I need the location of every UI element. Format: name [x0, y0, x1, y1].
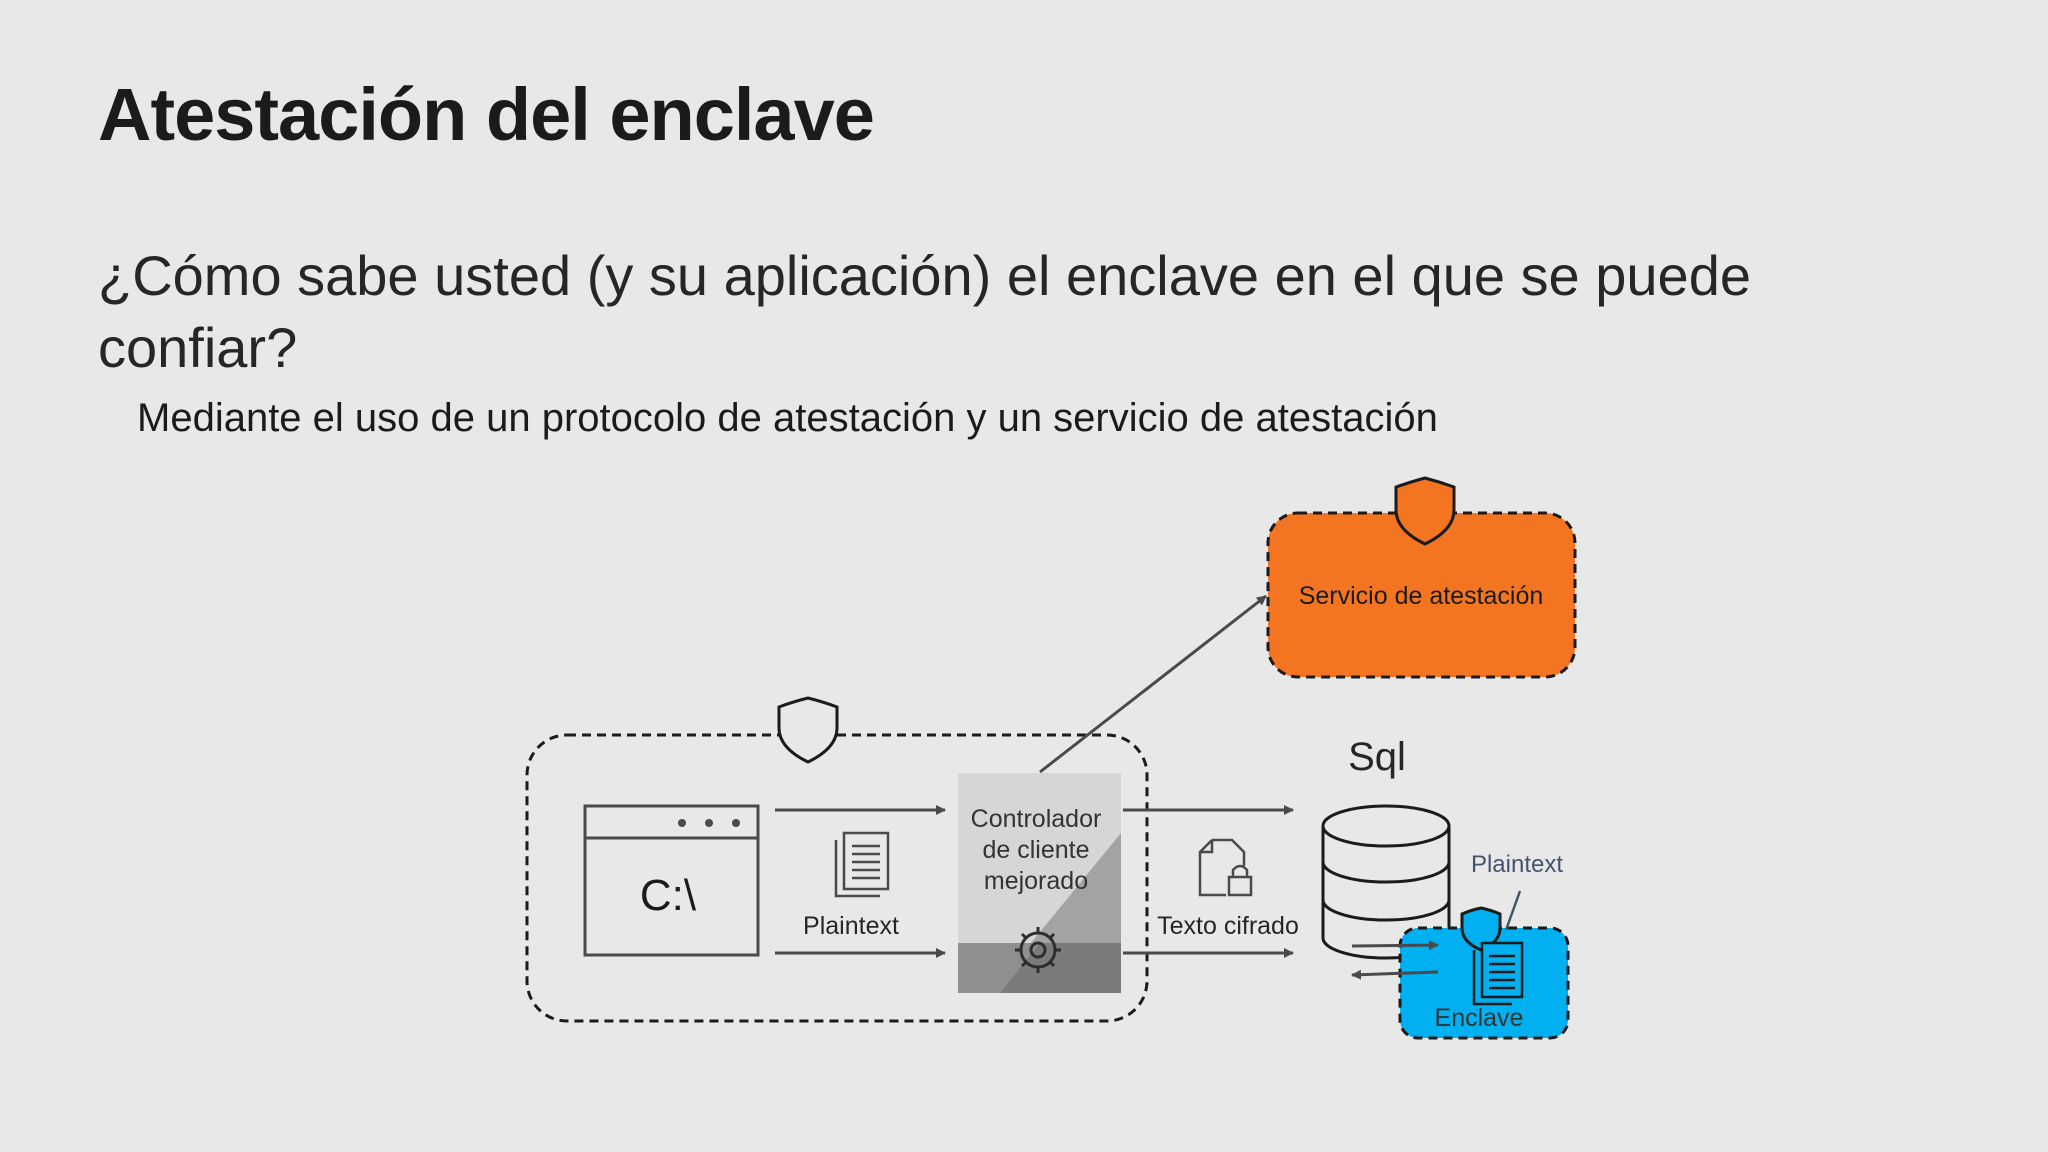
document-icon [834, 831, 890, 898]
slide-answer: Mediante el uso de un protocolo de atest… [137, 396, 1438, 440]
enclave-label: Enclave [1435, 1004, 1524, 1032]
gear-icon [1015, 927, 1061, 973]
arrow-driver-to-attestation [1039, 594, 1267, 774]
arrow-sql-to-enclave [1351, 940, 1439, 951]
attestation-service-label: Servicio de atestación [1299, 582, 1544, 610]
sql-label: Sql [1348, 735, 1406, 779]
enclave-shield-icon [1460, 906, 1502, 952]
encrypted-document-icon [1198, 838, 1253, 897]
plaintext-label-right: Plaintext [1471, 851, 1563, 878]
app-window-text: C:\ [640, 871, 697, 920]
client-shield-icon [777, 696, 839, 764]
slide-title: Atestación del enclave [98, 73, 875, 156]
slide-question: ¿Cómo sabe usted (y su aplicación) el en… [98, 244, 1751, 379]
driver-label-line1: Controlador [971, 805, 1102, 833]
app-window-icon [583, 804, 760, 957]
plaintext-label-left: Plaintext [803, 912, 899, 940]
plaintext-callout-line [1504, 890, 1522, 931]
arrow-enclave-to-sql [1351, 969, 1439, 980]
driver-label-line2: de cliente [982, 836, 1089, 864]
attestation-shield-icon [1394, 476, 1456, 546]
enclave-document-icon [1472, 941, 1524, 1006]
ciphertext-label: Texto cifrado [1157, 912, 1299, 940]
driver-label-line3: mejorado [984, 867, 1088, 895]
